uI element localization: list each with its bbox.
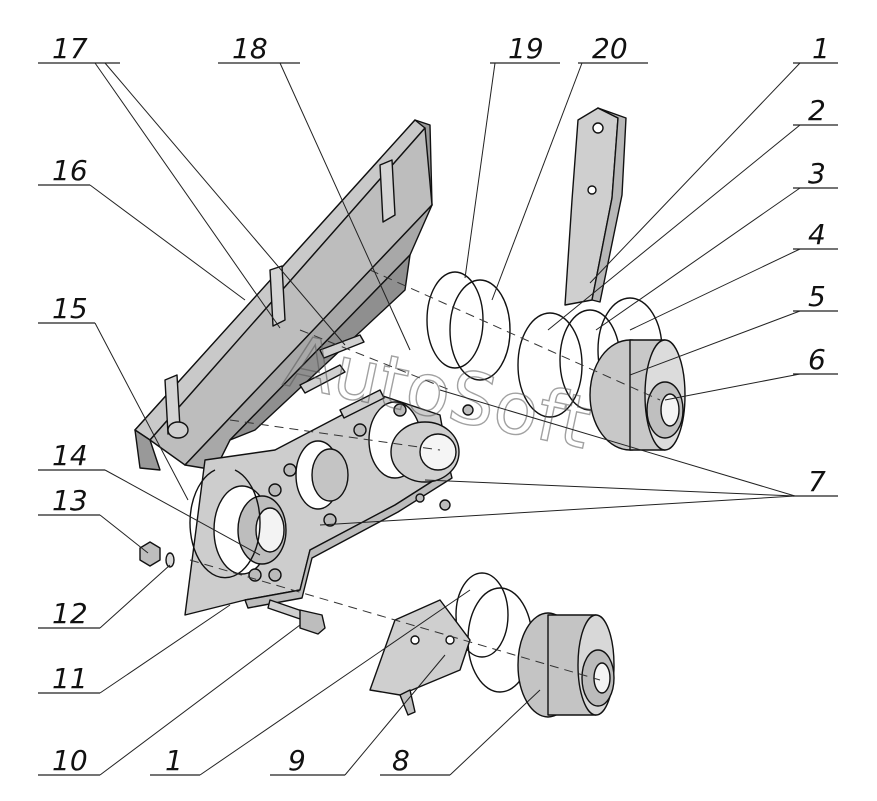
callout-6: 6 xyxy=(808,343,826,376)
callout-13: 13 xyxy=(52,484,88,517)
small-nuts xyxy=(415,404,474,511)
callout-10: 10 xyxy=(52,744,88,777)
frame-beam xyxy=(134,119,433,471)
parts xyxy=(134,107,686,718)
leader-lines xyxy=(38,62,838,776)
callout-11: 11 xyxy=(52,662,88,695)
nut-and-washer xyxy=(139,541,175,568)
retaining-ring xyxy=(189,469,261,579)
callout-20: 20 xyxy=(592,32,628,65)
callout-labels: 17 18 19 20 1 2 3 4 5 6 7 16 15 14 13 12… xyxy=(52,32,830,777)
callout-1-bottom: 1 xyxy=(165,744,183,777)
assembly-axes xyxy=(189,269,661,681)
lower-bearing-housing xyxy=(517,612,615,718)
callout-5: 5 xyxy=(808,280,826,313)
callout-7: 7 xyxy=(808,465,826,498)
bearing-housing xyxy=(589,339,686,451)
lower-bracket xyxy=(369,572,533,716)
callout-1-top: 1 xyxy=(812,32,830,65)
callout-3: 3 xyxy=(808,157,826,190)
lever-arm xyxy=(564,107,627,306)
callout-8: 8 xyxy=(392,744,410,777)
callout-12: 12 xyxy=(52,597,88,630)
callout-17: 17 xyxy=(52,32,88,65)
rings-19-20 xyxy=(426,271,511,381)
callout-14: 14 xyxy=(52,439,88,472)
studs xyxy=(299,334,385,419)
callout-18: 18 xyxy=(232,32,268,65)
callout-19: 19 xyxy=(508,32,544,65)
callout-16: 16 xyxy=(52,154,88,187)
callout-9: 9 xyxy=(288,744,306,777)
bolt xyxy=(267,599,326,635)
callout-4: 4 xyxy=(808,218,826,251)
callout-15: 15 xyxy=(52,292,88,325)
callout-2: 2 xyxy=(808,94,826,127)
